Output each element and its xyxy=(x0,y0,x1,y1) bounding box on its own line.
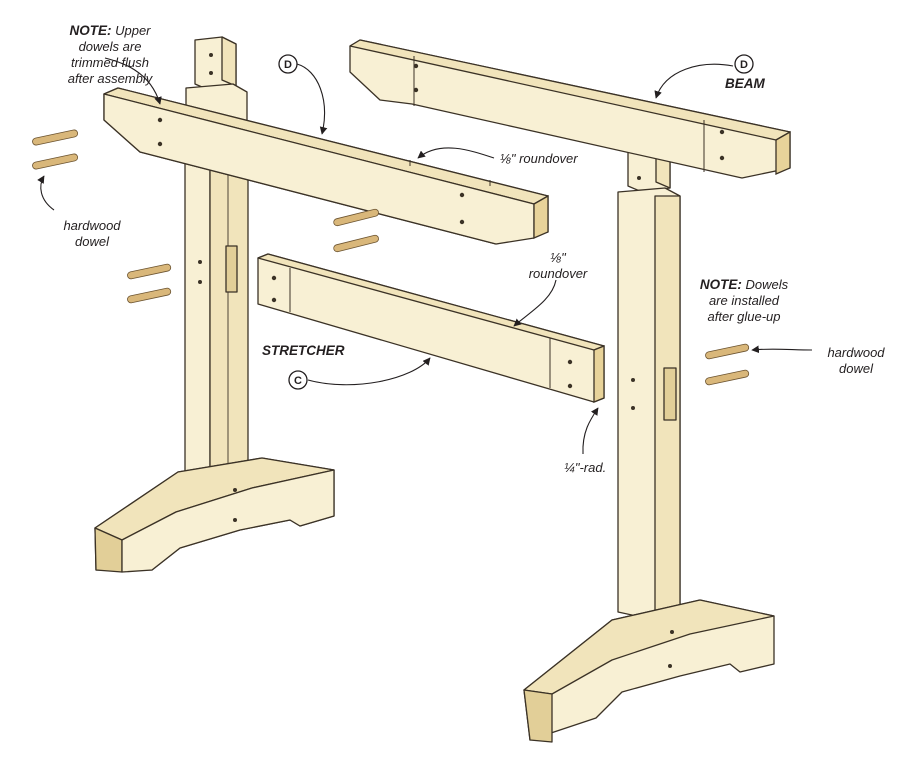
radius-label: ¼"-rad. xyxy=(564,460,606,475)
roundover-stretcher-label-2: roundover xyxy=(529,266,588,281)
dowel xyxy=(333,208,379,227)
note-right-line3: after glue-up xyxy=(708,309,781,324)
note-right-line1: NOTE: Dowels xyxy=(700,277,789,292)
note-top-line2: dowels are xyxy=(79,39,142,54)
top-beam-front xyxy=(103,87,549,245)
left-post-side xyxy=(209,145,249,479)
dowel xyxy=(127,263,172,280)
stretcher-label: STRETCHER xyxy=(262,343,345,358)
svg-text:C: C xyxy=(294,375,302,387)
dowel xyxy=(32,129,79,146)
note-top-line3: trimmed flush xyxy=(71,55,149,70)
dowels xyxy=(32,129,750,386)
dowel-right-label-1: hardwood xyxy=(827,345,885,360)
dowel xyxy=(705,343,750,360)
beam-back xyxy=(349,39,791,179)
dowel xyxy=(705,369,750,386)
callout-c: C xyxy=(288,370,308,390)
svg-text:D: D xyxy=(740,59,748,71)
svg-text:D: D xyxy=(284,59,292,71)
dowel xyxy=(333,234,379,253)
right-leg-assembly xyxy=(523,133,775,743)
dowel-left-label-1: hardwood xyxy=(63,218,121,233)
callout-d-beam: D xyxy=(734,54,754,74)
left-leg-assembly xyxy=(94,36,335,573)
beam-label: BEAM xyxy=(725,76,766,91)
note-top-line1: NOTE: Upper xyxy=(69,23,151,38)
dowel-left-label-2: dowel xyxy=(75,234,110,249)
dowel xyxy=(127,287,172,304)
leader-lines xyxy=(37,57,813,455)
left-post-front xyxy=(184,145,211,483)
dowel xyxy=(32,153,79,170)
note-top-line4: after assembly xyxy=(68,71,154,86)
roundover-stretcher-label-1: ⅛" xyxy=(550,250,567,265)
callout-d-top: D xyxy=(278,54,298,74)
note-right-line2: are installed xyxy=(709,293,780,308)
roundover-top-label: ⅛" roundover xyxy=(500,151,578,166)
dowel-right-label-2: dowel xyxy=(839,361,874,376)
